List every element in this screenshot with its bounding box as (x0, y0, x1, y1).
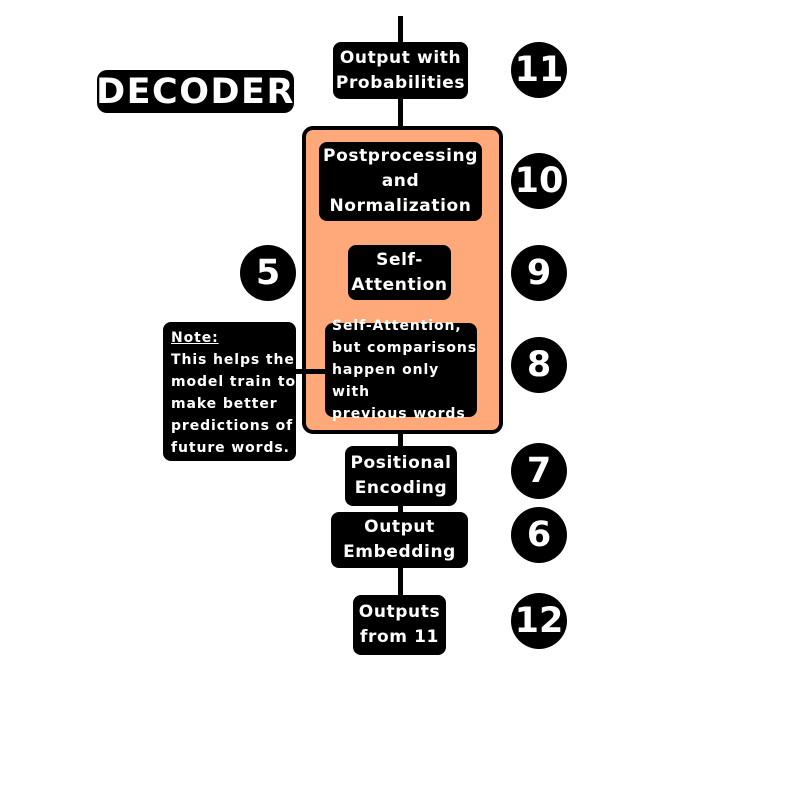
outputs-from-box: Outputs from 11 (353, 595, 446, 655)
self-attention-box: Self- Attention (348, 245, 451, 300)
step-badge-10: 10 (511, 153, 567, 209)
postprocessing-box: Postprocessing and Normalization (319, 142, 482, 221)
step-badge-12: 12 (511, 593, 567, 649)
diagram-title: DECODER (96, 70, 295, 113)
masked-self-attention-box: Self-Attention, but comparisons happen o… (325, 318, 477, 422)
step-badge-7: 7 (511, 443, 567, 499)
step-badge-9: 9 (511, 245, 567, 301)
output-embedding-box: Output Embedding (331, 512, 468, 568)
step-badge-5: 5 (240, 245, 296, 301)
note-connector (292, 369, 332, 374)
positional-encoding-box: Positional Encoding (345, 446, 457, 506)
step-badge-6: 6 (511, 507, 567, 563)
note-heading: Note: (171, 330, 219, 346)
step-badge-8: 8 (511, 337, 567, 393)
step-badge-11: 11 (511, 42, 567, 98)
output-probabilities-box: Output with Probabilities (333, 42, 468, 99)
note-body: This helps the model train to make bette… (171, 352, 296, 456)
note-box: Note: This helps the model train to make… (163, 322, 296, 461)
